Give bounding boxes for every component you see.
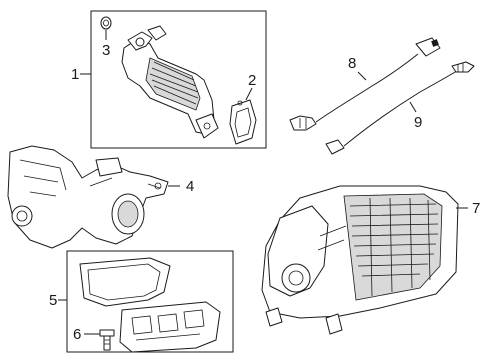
oxygen-sensor-downstream[interactable] [325, 61, 475, 155]
egr-cooler[interactable] [121, 25, 219, 139]
group-box-5 [66, 250, 234, 353]
callout-6: 6 [73, 326, 81, 343]
callout-3: 3 [102, 42, 110, 59]
oxygen-sensor-upstream[interactable] [289, 37, 441, 131]
callout-5: 5 [49, 292, 57, 309]
intercooler-assembly[interactable] [261, 185, 459, 335]
callout-9: 9 [414, 114, 422, 131]
callout-1: 1 [71, 66, 79, 83]
callout-2: 2 [248, 72, 256, 89]
leader-8 [357, 71, 367, 81]
throttle-body-housing[interactable] [7, 145, 169, 249]
leader-2 [245, 87, 253, 101]
leader-9 [409, 101, 417, 113]
bolt[interactable] [99, 329, 115, 351]
callout-8: 8 [348, 55, 356, 72]
intake-manifold-gasket-kit[interactable] [79, 257, 221, 353]
group-box-1 [90, 10, 267, 149]
callout-4: 4 [186, 178, 194, 195]
o-ring[interactable] [100, 16, 112, 30]
callout-7: 7 [472, 200, 480, 217]
egr-cooler-gasket[interactable] [229, 99, 257, 145]
